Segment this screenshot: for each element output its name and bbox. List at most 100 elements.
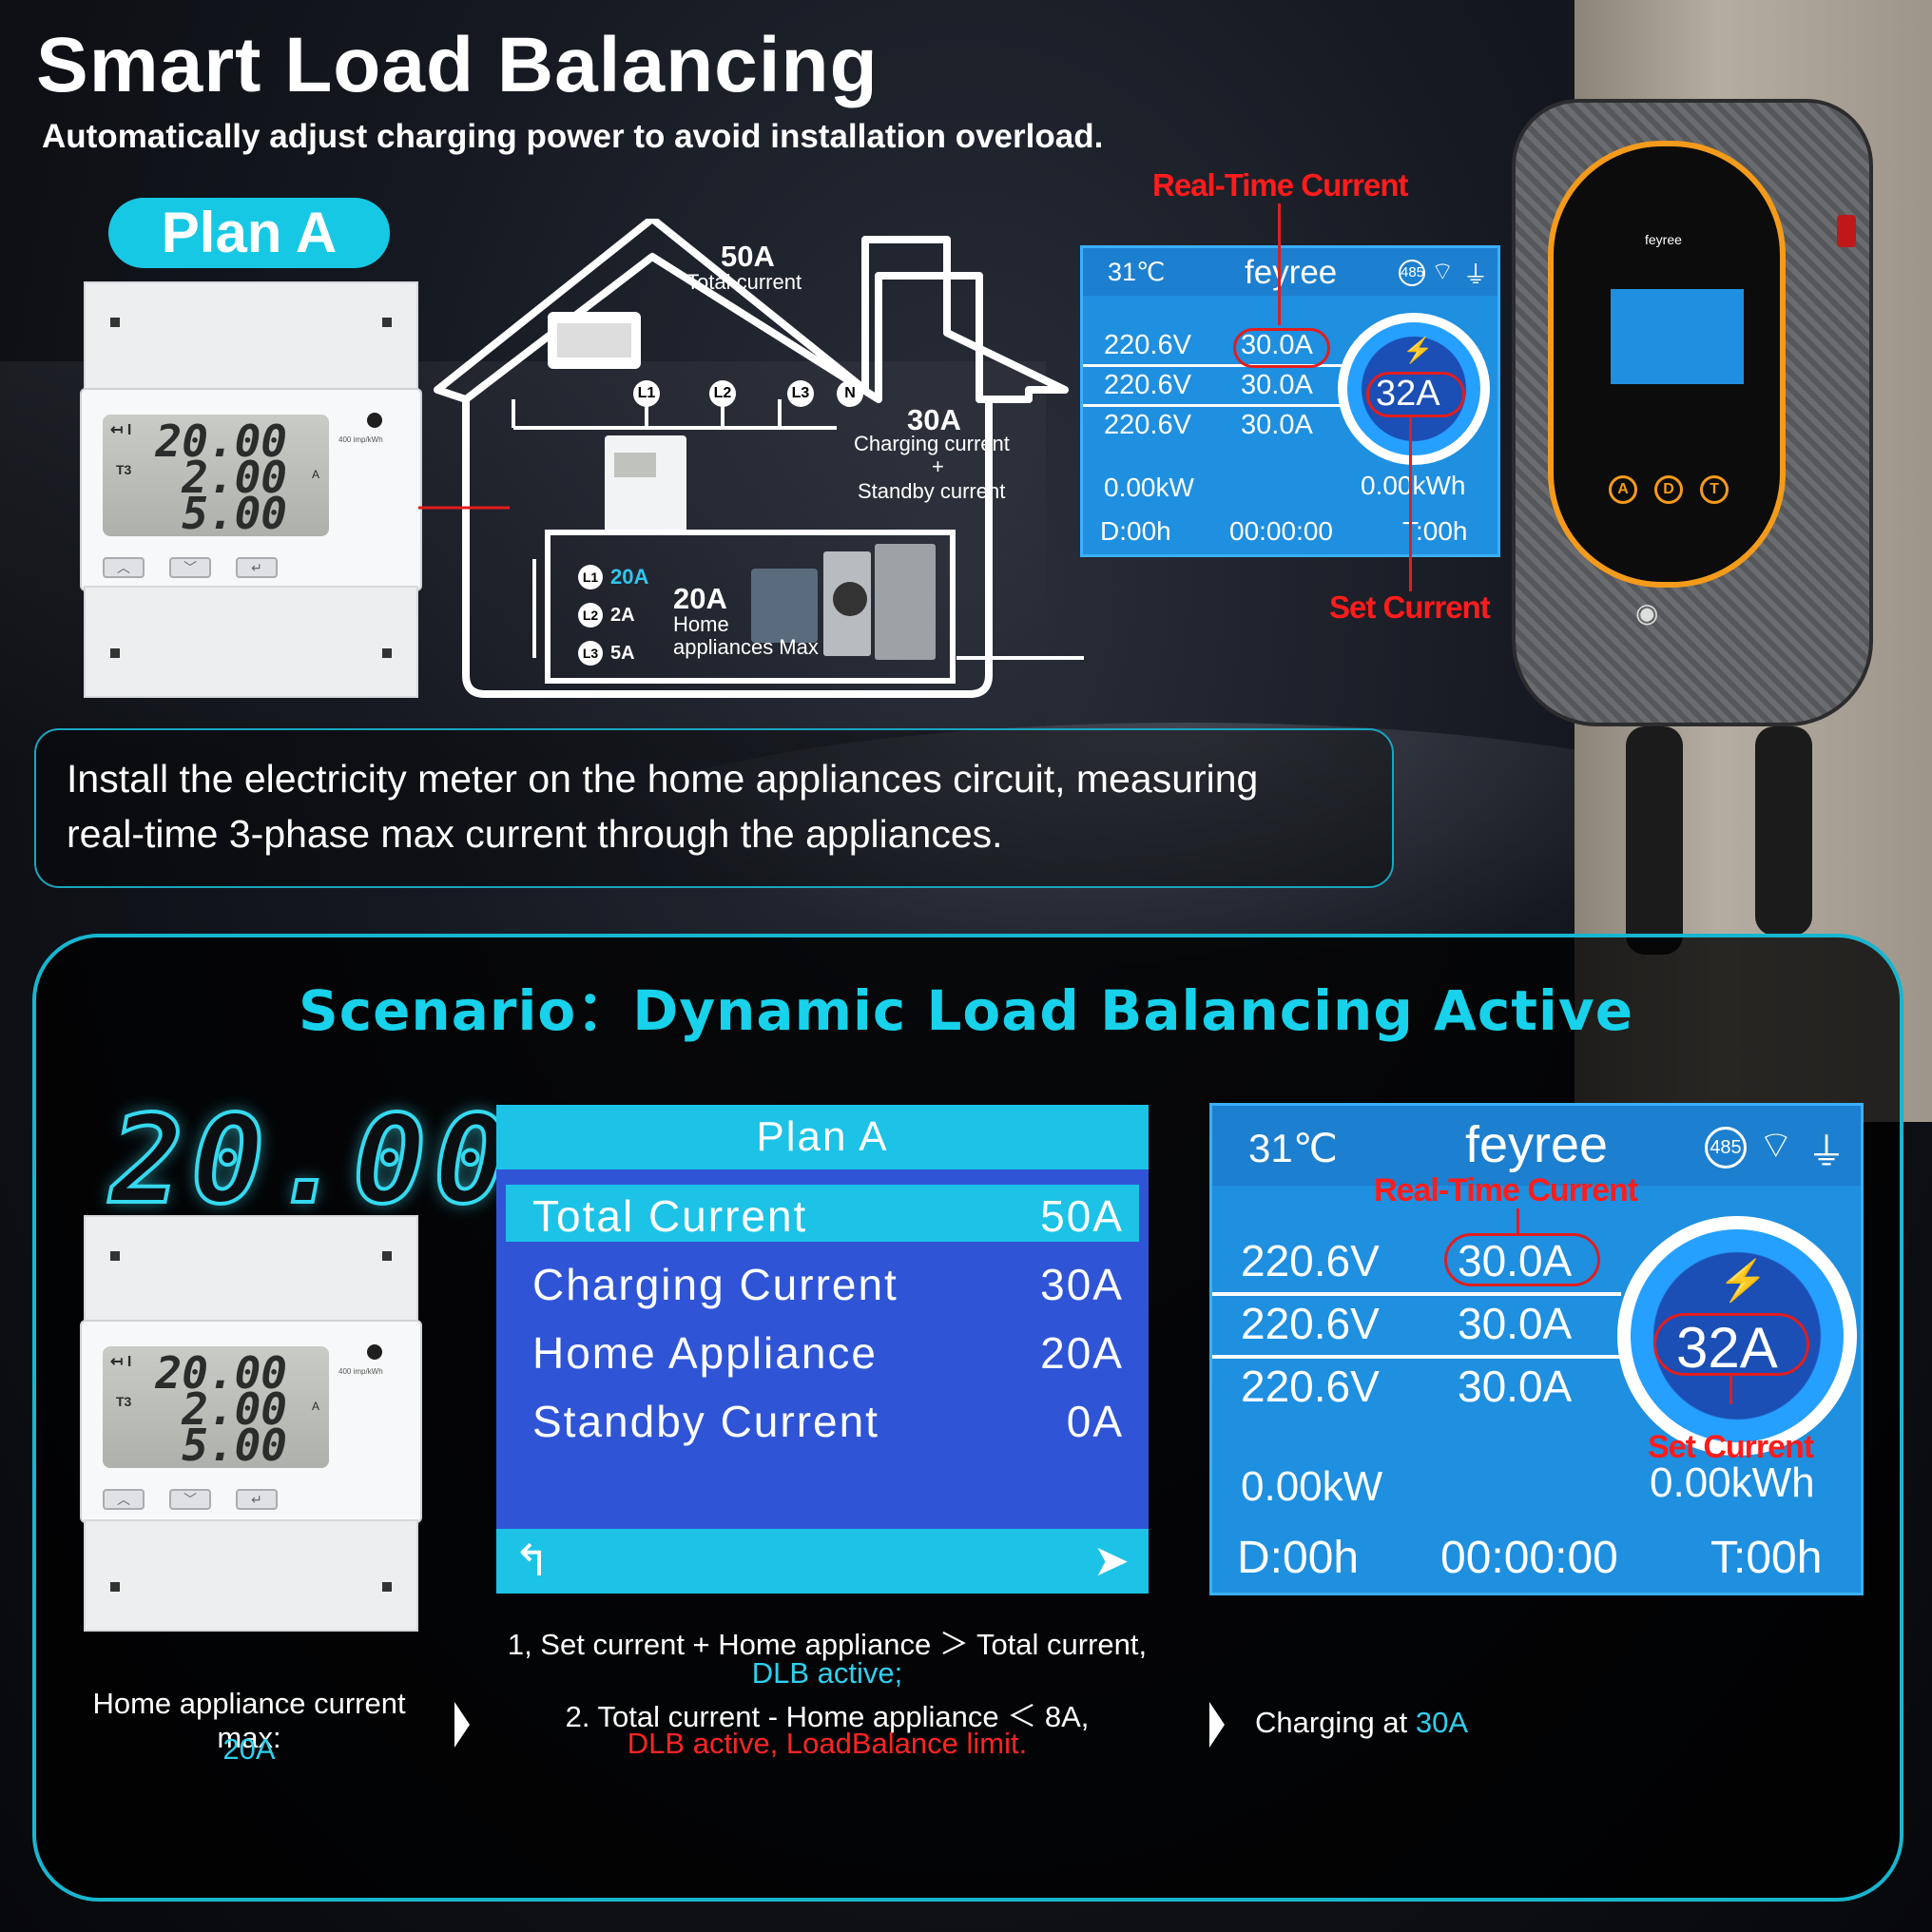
meter-enter-button[interactable]: ↵	[236, 557, 278, 578]
set-current-highlight	[1366, 372, 1465, 417]
485-icon: 485	[1399, 260, 1425, 286]
set-current-label: Set Current	[1329, 589, 1491, 625]
caption-right: Charging at 30A	[1255, 1706, 1469, 1739]
table-row: Total Current 50A	[506, 1185, 1139, 1242]
realtime-current-highlight	[1233, 328, 1330, 368]
back-icon[interactable]: ↰	[513, 1536, 551, 1585]
appliance-phase-l3-value: 5A	[610, 643, 635, 664]
power: 0.00kW	[1241, 1463, 1383, 1510]
charger-button-a[interactable]: A	[1609, 475, 1637, 504]
appliance-phase-l2: L2	[578, 603, 603, 628]
row-2-volt: 220.6V	[1241, 1299, 1380, 1348]
charging-current-value: 30A	[907, 403, 961, 436]
meter-line-1: 20.00	[155, 415, 287, 467]
ground-icon: ⏚	[1463, 261, 1489, 289]
meter-scenario-line-3: 5.00	[182, 1420, 287, 1471]
meter-top-cover	[84, 281, 418, 394]
charger-display-small: 31℃ feyree 485 ⌔ ⏚ 220.6V 30.0A 220.6V 3…	[1080, 245, 1500, 557]
set-current-label-large: Set Current	[1648, 1429, 1814, 1465]
caption-mid-2: DLB active;	[751, 1656, 903, 1690]
energy: 0.00kWh	[1361, 471, 1466, 500]
cursor-icon[interactable]: ➤	[1092, 1536, 1130, 1585]
appliance-phase-l1-value: 20A	[610, 565, 649, 589]
table-row: Standby Current 0A	[532, 1397, 1124, 1446]
rfid-icon: ◉	[1635, 598, 1659, 628]
charger-button-d[interactable]: D	[1654, 475, 1683, 504]
info-box: Install the electricity meter on the hom…	[34, 728, 1394, 888]
set-current-highlight	[1653, 1313, 1809, 1376]
appliance-phase-l1: L1	[578, 565, 603, 589]
meter-enter-button[interactable]: ↵	[236, 1489, 278, 1510]
caption-mid-3: 2. Total current - Home appliance ＜ 8A,	[565, 1700, 1090, 1733]
row-1-volt: 220.6V	[1104, 330, 1191, 360]
meter-line-3: 5.00	[182, 488, 287, 539]
meter-down-button[interactable]: ﹀	[169, 557, 211, 578]
temperature: 31℃	[1108, 258, 1166, 286]
row-3-volt: 220.6V	[1104, 410, 1191, 440]
clock: 00:00:00	[1440, 1533, 1618, 1583]
charging-cable-2	[1755, 726, 1812, 936]
total-current-label: Total current	[686, 270, 802, 294]
charger-display-large: 31℃ feyree 485 ⌔ ⏚ Real-Time Current 220…	[1209, 1103, 1864, 1595]
meter-down-button[interactable]: ﹀	[169, 1489, 211, 1510]
meter-tag: T3	[116, 462, 132, 477]
row-1-volt: 220.6V	[1241, 1236, 1380, 1285]
phase-l2: L2	[709, 380, 736, 407]
energy-meter: ↤ I T3 A 20.00 2.00 5.00 400 imp/kWh ︿ ﹀…	[80, 281, 422, 698]
meter-line-2: 2.00	[182, 452, 287, 503]
temperature: 31℃	[1248, 1126, 1338, 1170]
appliance-phase-l2-value: 2A	[610, 605, 635, 626]
appliance-phase-l3: L3	[578, 641, 603, 666]
table-row: Home Appliance 20A	[532, 1328, 1124, 1378]
realtime-current-label-large: Real-Time Current	[1374, 1172, 1638, 1208]
set-current-value: 32A	[1676, 1316, 1778, 1380]
plan-table-title: Plan A	[496, 1105, 1149, 1169]
caption-left-2: 20A	[222, 1732, 276, 1766]
timer: T:00h	[1710, 1533, 1823, 1583]
meter-lcd: ↤ I T3 A 20.00 2.00 5.00	[103, 415, 329, 536]
info-line-1: Install the electricity meter on the hom…	[67, 757, 1259, 801]
appliance-label-2: appliances Max	[673, 635, 819, 659]
meter-up-button[interactable]: ︿	[103, 557, 145, 578]
timer: T:00h	[1402, 516, 1468, 546]
duration: D:00h	[1237, 1533, 1360, 1583]
appliance-current-value: 20A	[673, 582, 727, 615]
phase-l3: L3	[787, 380, 814, 407]
charging-cable	[1626, 726, 1683, 955]
brand-name: feyree	[1465, 1116, 1609, 1173]
total-current-value: 50A	[721, 240, 775, 273]
meter-led-icon	[367, 413, 382, 428]
charger-button-t[interactable]: T	[1700, 475, 1729, 504]
plan-a-table: Plan A Total Current 50A Charging Curren…	[496, 1105, 1149, 1594]
info-line-2: real-time 3-phase max current through th…	[67, 812, 1003, 856]
caption-mid-4: DLB active, LoadBalance limit.	[627, 1727, 1028, 1760]
row-2-volt: 220.6V	[1104, 370, 1191, 400]
charger-brand: feyree	[1645, 232, 1682, 247]
brand-name: feyree	[1245, 254, 1338, 291]
row-2-amp: 30.0A	[1458, 1299, 1573, 1348]
meter-led-icon	[367, 1344, 382, 1360]
meter-up-button[interactable]: ︿	[103, 1489, 145, 1510]
wifi-icon: ⌔	[1758, 1125, 1794, 1167]
house-diagram	[418, 219, 1084, 698]
charger-status-light-icon	[1837, 215, 1856, 247]
duration: D:00h	[1100, 516, 1171, 546]
row-3-amp: 30.0A	[1241, 410, 1313, 440]
scenario-title: Scenario：Dynamic Load Balancing Active	[298, 978, 1634, 1043]
row-3-volt: 220.6V	[1241, 1362, 1380, 1411]
page-subtitle: Automatically adjust charging power to a…	[42, 118, 1104, 155]
485-icon: 485	[1705, 1127, 1747, 1169]
meter-spec: 400 imp/kWh	[338, 435, 383, 444]
charging-current-label: Charging current	[854, 432, 1010, 455]
appliance-label-1: Home	[673, 612, 729, 636]
realtime-current-highlight	[1444, 1233, 1600, 1286]
meter-scenario-line-2: 2.00	[182, 1383, 287, 1435]
charger-screen: feyree A D T	[1548, 141, 1786, 588]
plus-sign: +	[932, 454, 944, 478]
row-2-amp: 30.0A	[1241, 370, 1313, 400]
clock: 00:00:00	[1229, 516, 1333, 546]
meter-face-scenario: ↤ I T3 A 20.00 2.00 5.00 400 imp/kWh ︿ ﹀…	[80, 1320, 422, 1523]
plan-table-footer: ↰ ➤	[496, 1529, 1149, 1594]
plan-badge: Plan A	[108, 198, 390, 268]
realtime-current-label: Real-Time Current	[1152, 167, 1408, 203]
